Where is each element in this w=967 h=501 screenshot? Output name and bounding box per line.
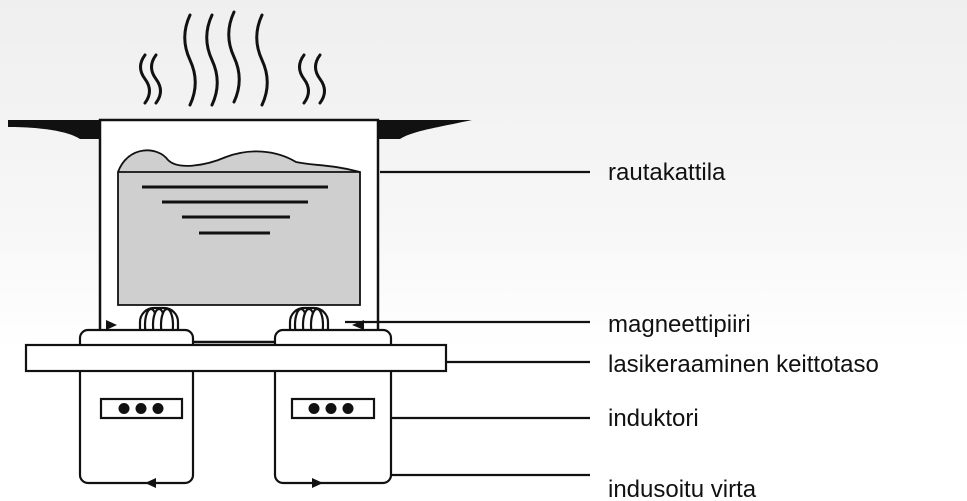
steam-icon xyxy=(139,10,326,107)
pot-handle-left xyxy=(8,120,103,139)
steam-wave xyxy=(139,53,151,105)
steam-wave xyxy=(205,13,219,107)
arrowhead-icon xyxy=(145,478,156,488)
label-inductor: induktori xyxy=(608,405,699,432)
label-pot: rautakattila xyxy=(608,159,726,186)
arrowhead-icon xyxy=(312,478,323,488)
label-magnetic-circuit: magneettipiiri xyxy=(608,311,751,338)
arrowhead-icon xyxy=(106,320,117,330)
leader-lines xyxy=(345,170,590,477)
steam-wave xyxy=(255,13,269,107)
liquid-lines xyxy=(142,185,328,235)
indicator-dots-icon xyxy=(290,397,376,420)
pot-content xyxy=(117,149,361,306)
steam-wave xyxy=(298,53,310,105)
pot-handle-right xyxy=(378,120,472,139)
label-glass-ceramic-hob: lasikeraaminen keittotaso xyxy=(608,351,879,378)
steam-wave xyxy=(227,10,241,104)
steam-wave xyxy=(314,53,326,105)
label-induced-current: indusoitu virta xyxy=(608,476,757,501)
steam-wave xyxy=(150,53,162,105)
glass-ceramic-hob xyxy=(24,343,448,373)
indicator-dots-icon xyxy=(99,397,184,420)
steam-wave xyxy=(183,13,197,107)
